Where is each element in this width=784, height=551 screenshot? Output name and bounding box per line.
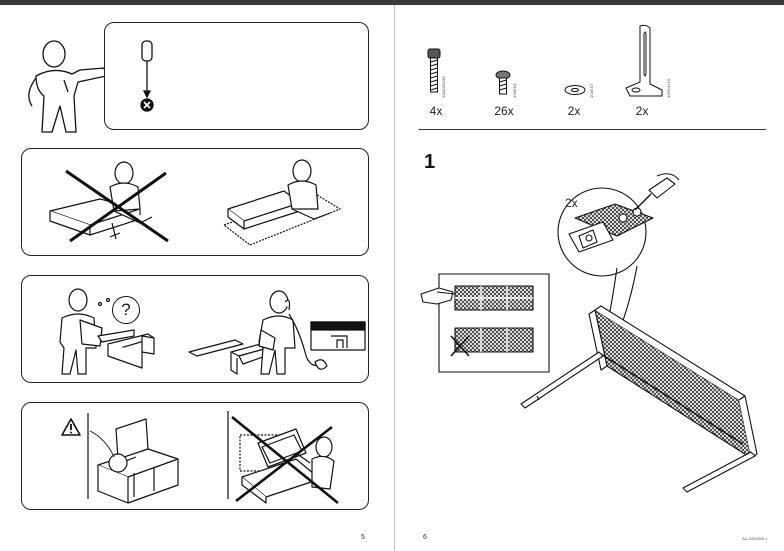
screw-part-ref: 100854 <box>512 83 517 98</box>
tv-bench-tipping-illustration <box>212 407 352 507</box>
page-spine <box>394 5 395 551</box>
no-sign-icon <box>62 167 172 245</box>
tv-bench-anchored-illustration <box>68 409 188 507</box>
phoning-man-illustration <box>187 290 367 382</box>
warning-triangle-icon <box>60 417 82 437</box>
left-page-number: 5 <box>361 534 365 541</box>
bolt-part-icon <box>425 47 443 97</box>
washer-part-icon <box>564 84 586 96</box>
bracket-part-icon <box>624 24 664 100</box>
bolt-part-qty: 4x <box>429 104 443 118</box>
screw-part-icon <box>495 70 511 98</box>
bracket-part-ref: 10094216 <box>666 78 671 98</box>
step-number: 1 <box>424 151 436 173</box>
right-page-number: 6 <box>423 534 427 541</box>
bracket-part-qty: 2x <box>635 104 649 118</box>
floor-protection-panel <box>21 148 369 256</box>
washer-part-qty: 2x <box>567 104 581 118</box>
screw-part-qty: 26x <box>494 104 514 118</box>
step-1-illustration <box>417 160 777 500</box>
parts-divider <box>419 129 766 131</box>
ikea-store-logo: IKEA <box>316 313 342 323</box>
document-code: AA-2092845-1 <box>742 536 768 541</box>
step-multiplier: 2x <box>565 196 578 210</box>
ikea-man-figure <box>14 36 114 136</box>
confused-man-illustration <box>42 284 182 380</box>
wall-anchoring-panel <box>21 402 369 510</box>
screwdriver-icon <box>135 39 159 113</box>
washer-part-ref: 100657 <box>589 83 594 98</box>
assembly-on-rug-illustration <box>214 153 344 251</box>
question-bubble: ? <box>112 296 140 324</box>
tools-panel <box>104 22 369 130</box>
top-border <box>0 0 784 5</box>
bolt-part-ref: 100000038 <box>441 76 446 98</box>
help-panel: ? IKEA <box>21 275 369 383</box>
